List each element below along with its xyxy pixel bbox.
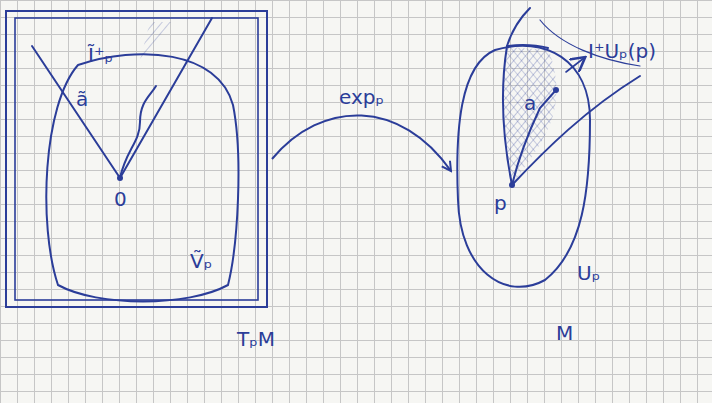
point-label: p (494, 192, 507, 214)
cone-label: I⁺Uₚ(p) (588, 40, 656, 62)
neighbourhood-blob: Ṽₚ (38, 45, 245, 310)
node-label: Uₚ (577, 262, 600, 284)
tangent-space-box: TₚMṼₚ (5, 10, 268, 308)
map-arrow (272, 115, 451, 171)
arrow-label: expₚ (339, 86, 384, 108)
cone-label: Ĩ⁺ₚ (88, 44, 113, 66)
manifold-neighbourhood-blob: Uₚ (455, 40, 620, 302)
node-outline (38, 45, 245, 310)
node-label: Ṽₚ (190, 250, 212, 272)
origin-label: 0 (114, 188, 127, 210)
point-label: a (524, 92, 536, 114)
vector-label: ã (76, 88, 88, 110)
manifold-label: M (556, 322, 573, 344)
node-label: TₚM (237, 328, 275, 350)
